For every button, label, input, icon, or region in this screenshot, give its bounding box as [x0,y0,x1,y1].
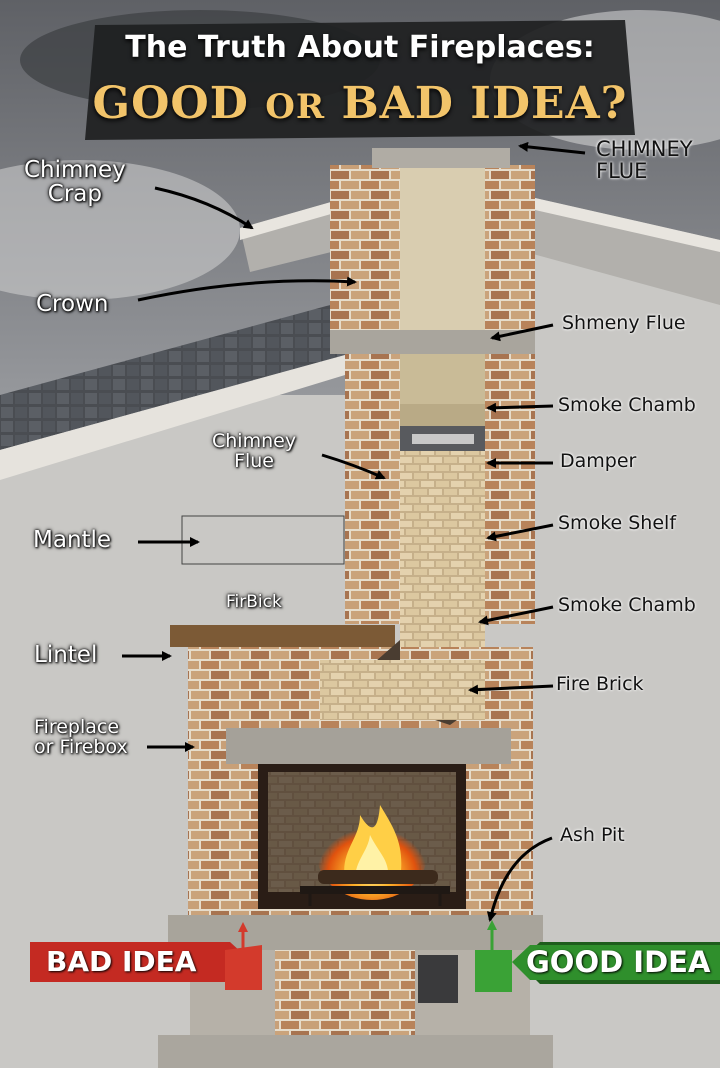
mantle-shelf [170,625,395,647]
label-lintel: Lintel [34,642,98,668]
title-line-1: The Truth About Fireplaces: [125,30,595,65]
lower-roof [0,305,345,450]
label-smoke-chamber-2: Smoke Chamb [558,594,696,616]
lintel-stone [226,728,511,764]
good-idea-label: GOOD IDEA [526,945,711,979]
title-good: GOOD [92,78,249,129]
mantle-outline [181,515,345,565]
label-fire-brick-right: Fire Brick [556,673,644,695]
crown-band [330,330,535,354]
label-crown: Crown [36,291,109,317]
ash-pit-door [418,955,458,1003]
label-shmeny-flue: Shmeny Flue [562,312,686,334]
label-ash-pit: Ash Pit [560,824,625,846]
bad-idea-banner [30,942,252,982]
title-line-2: GOOD OR BAD IDEA? [0,78,720,129]
upper-roof-right [500,190,720,305]
title-banner [85,20,635,140]
title-or: OR [265,87,326,127]
label-smoke-shelf: Smoke Shelf [558,512,677,534]
chimney-cap [372,148,510,168]
label-mantle: Mantle [33,527,112,553]
bad-idea-label: BAD IDEA [46,945,197,978]
chimney-flue-liner [400,165,485,340]
title-bad-idea: BAD IDEA? [341,78,628,129]
label-arrows [122,141,586,922]
label-smoke-chamber-1: Smoke Chamb [558,394,696,416]
label-damper: Damper [560,450,637,472]
label-fire-brick-left: FirBick [226,592,282,612]
